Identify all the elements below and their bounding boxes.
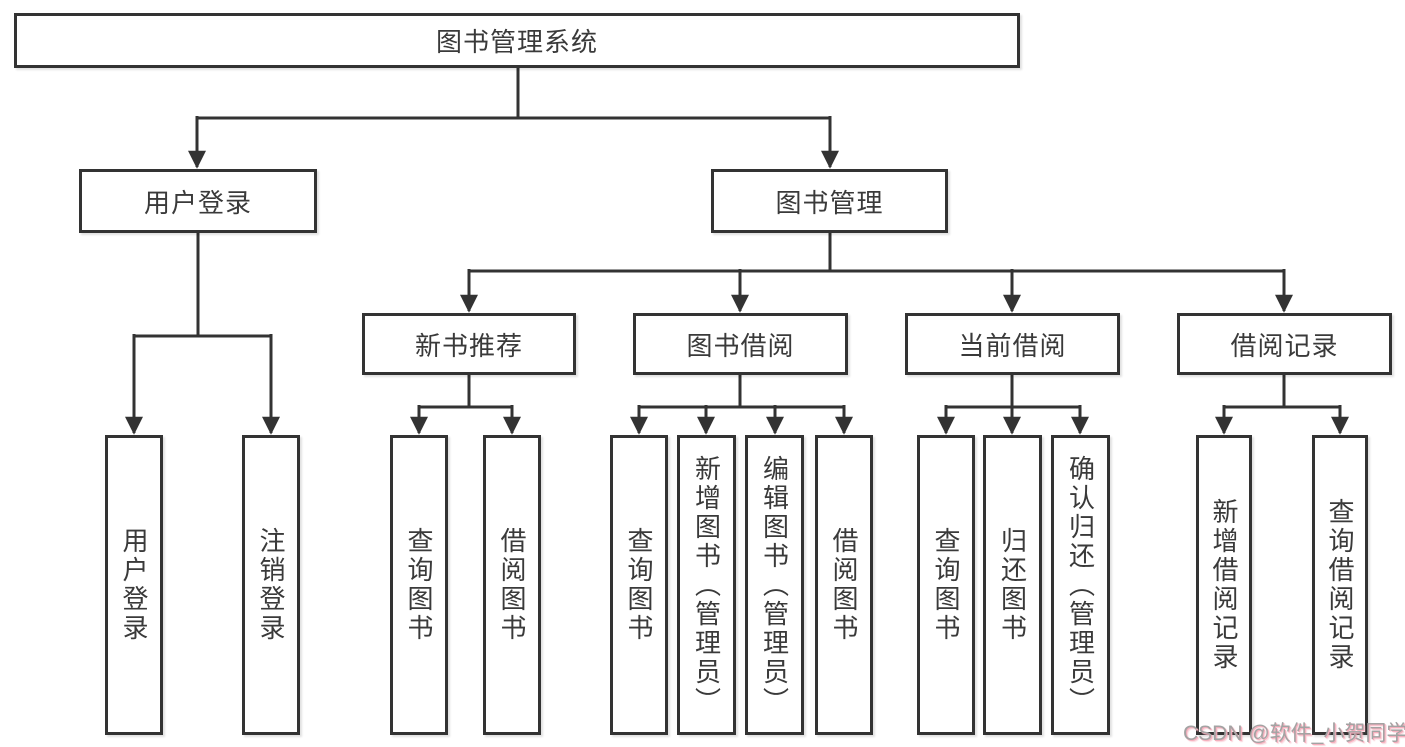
node-book-borrow-label: 图书借阅 — [686, 330, 795, 361]
leaf-br-query: 查询借阅记录 — [1312, 435, 1368, 735]
node-root-label: 图书管理系统 — [435, 27, 598, 57]
leaf-br-add: 新增借阅记录 — [1196, 435, 1252, 735]
node-book-mgmt-label: 图书管理 — [775, 187, 884, 218]
leaf-nb-query-label: 查询图书 — [404, 527, 434, 643]
leaf-cb-query-label: 查询图书 — [931, 527, 961, 643]
leaf-logout: 注销登录 — [242, 435, 300, 735]
leaf-bb-query: 查询图书 — [610, 435, 668, 735]
node-root: 图书管理系统 — [14, 13, 1020, 68]
leaf-bb-query-label: 查询图书 — [624, 527, 654, 643]
leaf-cb-return-label: 归还图书 — [997, 527, 1028, 643]
connector-trunks — [134, 68, 1340, 409]
node-book-mgmt: 图书管理 — [711, 169, 948, 233]
leaf-cb-return: 归还图书 — [983, 435, 1042, 735]
leaf-br-add-label: 新增借阅记录 — [1209, 498, 1239, 672]
leaf-nb-borrow-label: 借阅图书 — [497, 527, 527, 643]
node-user-login: 用户登录 — [79, 169, 317, 233]
leaf-logout-label: 注销登录 — [256, 527, 286, 643]
leaf-cb-confirm-label: 确认归还（管理员） — [1065, 454, 1096, 716]
leaf-bb-add: 新增图书（管理员） — [677, 435, 736, 735]
leaf-nb-query: 查询图书 — [390, 435, 448, 735]
leaf-cb-confirm: 确认归还（管理员） — [1051, 435, 1110, 735]
leaf-user-login-label: 用户登录 — [119, 527, 149, 643]
leaf-bb-edit: 编辑图书（管理员） — [745, 435, 804, 735]
leaf-br-query-label: 查询借阅记录 — [1325, 498, 1355, 672]
leaf-bb-borrow-label: 借阅图书 — [829, 527, 859, 643]
node-new-books: 新书推荐 — [362, 313, 576, 375]
leaf-nb-borrow: 借阅图书 — [483, 435, 541, 735]
leaf-bb-borrow: 借阅图书 — [815, 435, 873, 735]
node-borrow-records: 借阅记录 — [1177, 313, 1392, 375]
node-borrow-records-label: 借阅记录 — [1230, 330, 1339, 361]
leaf-bb-add-label: 新增图书（管理员） — [691, 454, 722, 716]
leaf-user-login: 用户登录 — [105, 435, 163, 735]
node-book-borrow: 图书借阅 — [633, 313, 848, 375]
leaf-cb-query: 查询图书 — [917, 435, 975, 735]
node-user-login-label: 用户登录 — [143, 187, 252, 218]
node-current-borrow-label: 当前借阅 — [958, 330, 1067, 361]
node-current-borrow: 当前借阅 — [905, 313, 1120, 375]
leaf-bb-edit-label: 编辑图书（管理员） — [759, 454, 790, 716]
node-new-books-label: 新书推荐 — [414, 330, 523, 361]
watermark: CSDN @软件_小贺同学 — [1183, 722, 1405, 745]
